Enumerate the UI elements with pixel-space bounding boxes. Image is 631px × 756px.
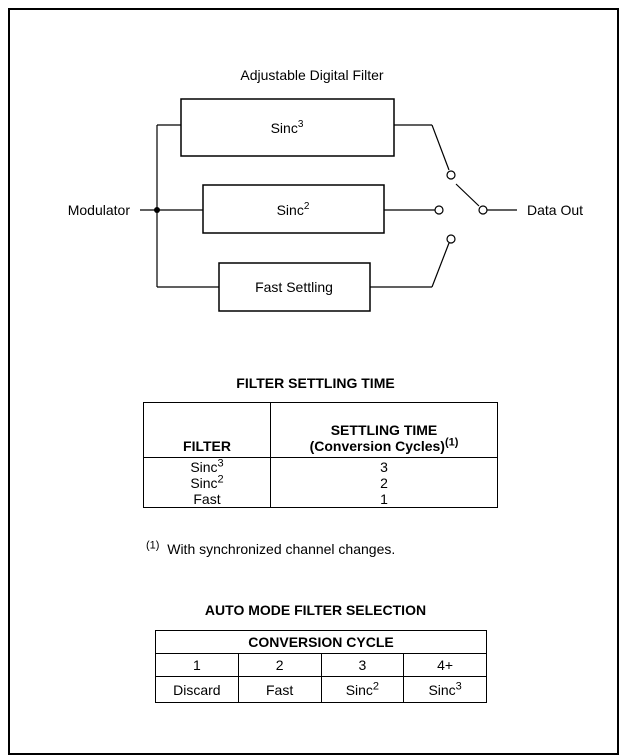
sinc3-block-label: Sinc3 <box>271 119 304 136</box>
conversion-cycle-header: CONVERSION CYCLE <box>155 630 487 654</box>
table-row: Sinc2 2 <box>143 474 498 491</box>
auto-mode-table: CONVERSION CYCLE 1 2 3 4+ Discard Fast S… <box>155 630 487 703</box>
auto-table-title: AUTO MODE FILTER SELECTION <box>204 602 427 618</box>
settling-time-table: FILTER SETTLING TIME (Conversion Cycles)… <box>143 402 498 508</box>
table-footnote: (1) With synchronized channel changes. <box>146 539 396 557</box>
filter-block-diagram: Adjustable Digital Filter Modulator Data… <box>68 67 583 312</box>
switch-contact-sinc2 <box>434 205 444 215</box>
footnote-ref: (1) <box>444 436 459 449</box>
footnote-mark: (1) <box>146 539 160 552</box>
settling-time-header-line1: SETTLING TIME <box>330 422 438 438</box>
settling-table-title: FILTER SETTLING TIME <box>236 375 395 391</box>
fast-settling-block <box>218 262 371 312</box>
footnote-text: With synchronized channel changes. <box>167 541 396 557</box>
input-label: Modulator <box>68 202 131 218</box>
sinc2-block-label: Sinc2 <box>277 201 310 218</box>
table-row: Discard Fast Sinc2 Sinc3 <box>155 676 487 703</box>
table-row: Sinc3 3 <box>143 457 498 475</box>
table-row: Fast 1 <box>143 491 498 508</box>
sinc3-block <box>180 98 395 157</box>
table-row: 1 2 3 4+ <box>155 653 487 677</box>
filter-cell: Fast <box>143 491 271 508</box>
input-junction-dot <box>154 207 160 213</box>
diagram-title: Adjustable Digital Filter <box>240 67 384 83</box>
cycle-cell: 1 <box>155 653 239 677</box>
cycles-cell: 3 <box>270 457 498 475</box>
mode-filter-cell: Sinc2 <box>320 676 405 703</box>
cycles-cell: 2 <box>270 475 498 491</box>
figure-frame <box>8 8 619 755</box>
mode-filter-cell: Sinc3 <box>403 676 487 703</box>
switch-pole <box>478 205 488 215</box>
filter-column-header: FILTER <box>143 402 271 458</box>
filter-cell: Sinc2 <box>143 474 271 491</box>
switch-contact-sinc3 <box>446 170 456 180</box>
filter-cell: Sinc3 <box>143 457 271 475</box>
sinc2-block <box>202 184 385 234</box>
settling-time-column-header: SETTLING TIME (Conversion Cycles)(1) <box>270 402 498 458</box>
mode-filter-cell: Fast <box>237 676 322 703</box>
output-label: Data Out <box>527 202 583 218</box>
fast-settling-block-label: Fast Settling <box>255 279 333 295</box>
cycles-cell: 1 <box>270 491 498 508</box>
switch-contact-fast <box>446 234 456 244</box>
settling-time-header-line2: (Conversion Cycles)(1) <box>309 436 459 454</box>
mode-filter-cell: Discard <box>155 676 239 703</box>
cycle-cell: 3 <box>320 653 405 677</box>
cycle-cell: 4+ <box>403 653 487 677</box>
cycle-cell: 2 <box>237 653 322 677</box>
